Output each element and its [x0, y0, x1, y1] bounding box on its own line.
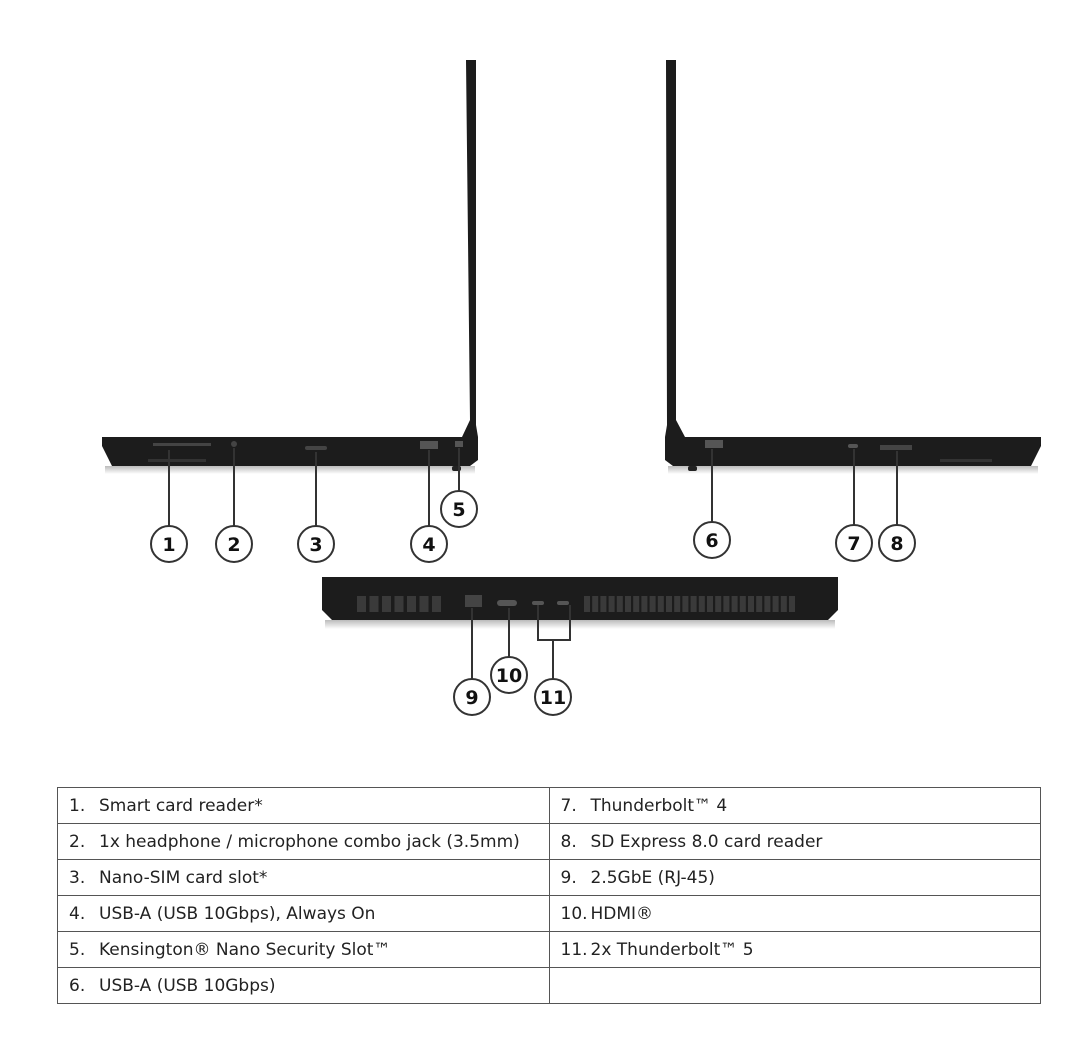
laptop-port-diagram: 1 2 3 45 6 7 8 9 10 11 [102, 60, 1041, 716]
port-number: 9. [560, 867, 577, 888]
callout-circle [453, 678, 491, 716]
laptop-right-side-view [665, 60, 1041, 474]
table-row: 2. 1x headphone / microphone combo jack (… [57, 823, 1041, 860]
callout-circle [878, 524, 916, 562]
callout-circle [215, 525, 253, 563]
callout-number: 7 [847, 533, 860, 555]
callout-9: 9 [453, 678, 491, 716]
callout-number: 6 [705, 530, 718, 552]
port-label: 2.5GbE (RJ-45) [590, 867, 715, 888]
callout-circle [410, 525, 448, 563]
port-label: HDMI® [590, 903, 654, 924]
port-cell: 6. USB-A (USB 10Gbps) [57, 967, 550, 1004]
port-label: USB-A (USB 10Gbps) [99, 975, 276, 996]
callout-6: 6 [693, 521, 731, 559]
port-number: 4. [69, 903, 86, 924]
port-cell [548, 967, 1041, 1004]
callout-number: 3 [309, 534, 322, 556]
callout-number: 2 [227, 534, 240, 556]
callout-circle [693, 521, 731, 559]
callout-1: 1 [150, 525, 188, 563]
callout-5: 5 [440, 490, 478, 528]
callout-3: 3 [297, 525, 335, 563]
port-cell: 4. USB-A (USB 10Gbps), Always On [57, 895, 550, 932]
port-label: Thunderbolt™ 4 [590, 795, 728, 816]
laptop-rear-view [322, 577, 838, 629]
port-cell: 9. 2.5GbE (RJ-45) [548, 859, 1041, 896]
port-label: 1x headphone / microphone combo jack (3.… [99, 831, 520, 852]
callout-number: 5 [452, 499, 465, 521]
port-number: 1. [69, 795, 86, 816]
port-number: 6. [69, 975, 86, 996]
callout-circle [440, 490, 478, 528]
table-row: 6. USB-A (USB 10Gbps) [57, 967, 1041, 1004]
callout-11: 11 [534, 678, 572, 716]
callout-circle [150, 525, 188, 563]
table-row: 3. Nano-SIM card slot* 9. 2.5GbE (RJ-45) [57, 859, 1041, 896]
port-label: Smart card reader* [99, 795, 263, 816]
callout-circle [297, 525, 335, 563]
callout-circle [534, 678, 572, 716]
port-cell: 11.2x Thunderbolt™ 5 [548, 931, 1041, 968]
table-row: 4. USB-A (USB 10Gbps), Always On 10.HDMI® [57, 895, 1041, 932]
port-label: Nano-SIM card slot* [99, 867, 268, 888]
ports-table: 1. Smart card reader* 7. Thunderbolt™ 4 2. 1x… [57, 787, 1041, 1004]
port-label: USB-A (USB 10Gbps), Always On [99, 903, 376, 924]
callout-lines [168, 448, 898, 679]
port-cell: 10.HDMI® [548, 895, 1041, 932]
port-number: 7. [560, 795, 577, 816]
port-cell: 5. Kensington® Nano Security Slot™ [57, 931, 550, 968]
callout-number: 11 [540, 687, 566, 709]
port-label: Kensington® Nano Security Slot™ [99, 939, 391, 960]
port-number: 3. [69, 867, 86, 888]
port-label: SD Express 8.0 card reader [590, 831, 823, 852]
callout-2: 2 [215, 525, 253, 563]
port-number: 8. [560, 831, 577, 852]
callout-number: 8 [890, 533, 903, 555]
callout-circle [835, 524, 873, 562]
table-row: 1. Smart card reader* 7. Thunderbolt™ 4 [57, 787, 1041, 824]
callout-4: 4 [410, 525, 448, 563]
port-number: 2. [69, 831, 86, 852]
port-cell: 1. Smart card reader* [57, 787, 550, 824]
port-number: 5. [69, 939, 86, 960]
port-label: 2x Thunderbolt™ 5 [590, 939, 754, 960]
laptop-left-side-view [102, 60, 478, 474]
callout-number: 9 [465, 687, 478, 709]
port-cell: 2. 1x headphone / microphone combo jack (… [57, 823, 550, 860]
callout-10: 10 [490, 656, 528, 694]
callout-number: 1 [162, 534, 175, 556]
table-row: 5. Kensington® Nano Security Slot™ 11.2x T… [57, 931, 1041, 968]
port-number: 10. [560, 903, 588, 924]
callout-circle [490, 656, 528, 694]
port-number: 11. [560, 939, 588, 960]
callout-number: 4 [422, 534, 435, 556]
callout-7: 7 [835, 524, 873, 562]
port-cell: 3. Nano-SIM card slot* [57, 859, 550, 896]
callout-number: 10 [496, 665, 522, 687]
port-cell: 7. Thunderbolt™ 4 [548, 787, 1041, 824]
callout-8: 8 [878, 524, 916, 562]
port-cell: 8. SD Express 8.0 card reader [548, 823, 1041, 860]
